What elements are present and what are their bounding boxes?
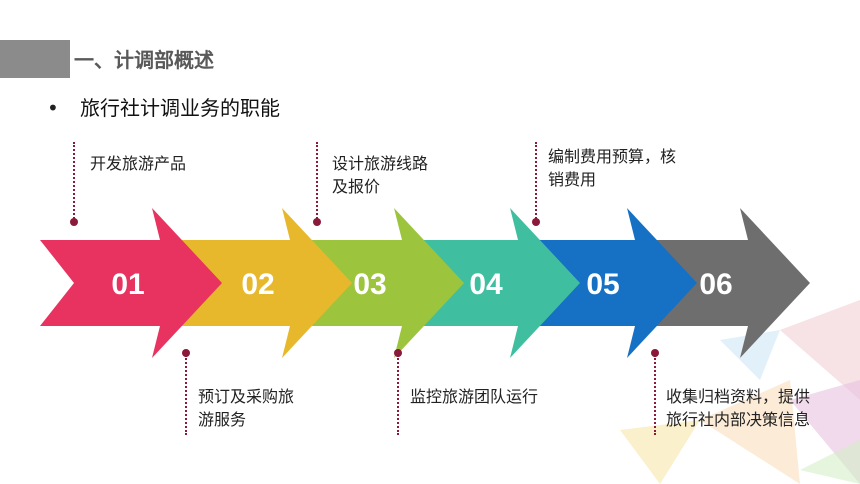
step-connector [397, 355, 399, 435]
step-connector-dot [313, 218, 321, 226]
step-number: 04 [469, 268, 503, 301]
step-connector [316, 142, 318, 222]
step-number: 02 [241, 268, 274, 301]
arrow-shape [515, 208, 697, 358]
step-connector [185, 355, 187, 435]
step-connector-dot [651, 349, 659, 357]
step-label-03: 设计旅游线路 及报价 [332, 154, 429, 196]
subtitle: 旅行社计调业务的职能 [80, 96, 280, 120]
step-connector-dot [394, 349, 402, 357]
step-number: 05 [586, 268, 619, 301]
step-connector [73, 142, 75, 222]
step-number: 03 [353, 268, 386, 301]
arrow-step-01: 01 [40, 208, 222, 358]
step-connector-dot [70, 218, 78, 226]
arrow-step-04: 04 [398, 208, 580, 358]
arrow-shape [40, 208, 222, 358]
arrow-step-03: 03 [282, 208, 464, 358]
step-label-05: 编制费用预算，核 销费用 [548, 147, 677, 189]
bullet-marker: • [47, 96, 59, 120]
step-connector-dot [182, 349, 190, 357]
step-label-02: 预订及采购旅 游服务 [198, 387, 295, 429]
step-number: 06 [699, 268, 732, 301]
arrow-shape [628, 208, 810, 358]
section-title: 一、计调部概述 [74, 48, 214, 72]
arrow-shape [398, 208, 580, 358]
step-label-06: 收集归档资料，提供 旅行社内部决策信息 [666, 387, 811, 429]
arrow-shape [170, 208, 352, 358]
step-connector [654, 355, 656, 435]
step-label-04: 监控旅游团队运行 [410, 387, 539, 406]
step-number: 01 [111, 268, 144, 301]
arrow-shape [282, 208, 464, 358]
arrow-step-02: 02 [170, 208, 352, 358]
section-header-bar [0, 40, 70, 78]
step-label-01: 开发旅游产品 [90, 154, 187, 173]
arrow-step-05: 05 [515, 208, 697, 358]
arrow-step-06: 06 [628, 208, 810, 358]
step-connector [535, 142, 537, 222]
step-connector-dot [532, 218, 540, 226]
